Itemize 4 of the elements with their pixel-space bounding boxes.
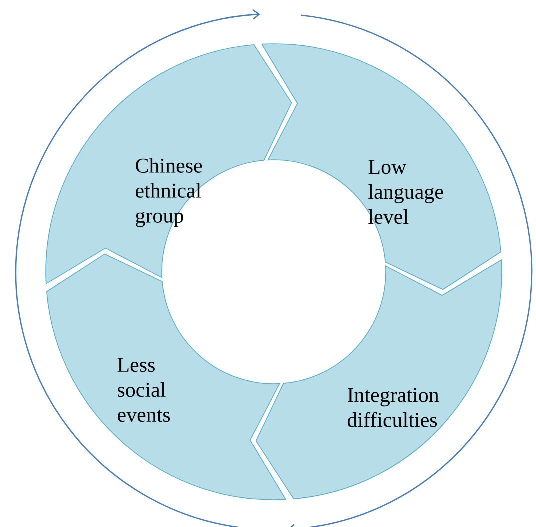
cycle-segment: Chinese ethnical group [46, 44, 292, 284]
cycle-segment: Less social events [46, 254, 286, 500]
cycle-segment: Integration difficulties [256, 260, 502, 500]
cycle-segment: Low language level [262, 44, 502, 290]
